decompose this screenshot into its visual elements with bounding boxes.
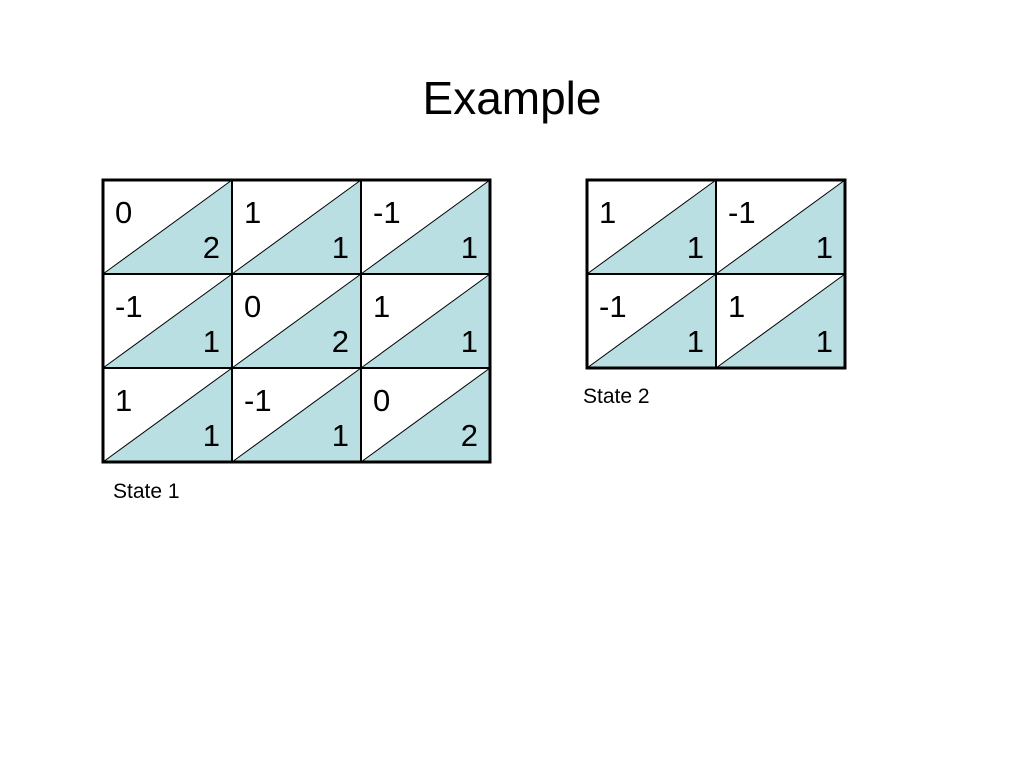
cell-bottom-value: 1 [203,324,220,359]
cell-bottom-value: 2 [203,230,220,265]
payoff-cell: -1 1 [715,179,846,275]
cell-top-value: -1 [599,289,627,324]
cell-bottom-value: 1 [461,324,478,359]
cell-top-value: 0 [244,289,261,324]
payoff-cell: 02 [360,367,491,463]
payoff-cell: 02 [231,273,362,369]
payoff-cell: 11 [231,179,362,275]
cell-diagonal [102,273,233,369]
cell-top-value: 1 [728,289,745,324]
cell-top-value: -1 [728,195,756,230]
cell-diagonal [231,179,362,275]
cell-top-value: 0 [115,195,132,230]
slide-title: Example [422,72,602,124]
cell-bottom-value: 1 [687,324,704,359]
cell-top-value: 1 [115,383,132,418]
payoff-cell: -1 1 [360,179,491,275]
grid-border [101,178,492,464]
cell-top-value: -1 [115,289,143,324]
payoff-cell: 11 [586,179,717,275]
cell-top-value: -1 [244,383,272,418]
cell-bottom-value: 1 [816,230,833,265]
payoff-cell: -1 1 [231,367,362,463]
payoff-cell: 11 [102,367,233,463]
cell-bottom-value: 2 [461,418,478,453]
cell-bottom-value: 1 [461,230,478,265]
cell-bottom-value: 1 [816,324,833,359]
cell-diagonal [231,273,362,369]
cell-top-value: 1 [373,289,390,324]
state-2-caption: State 2 [583,385,650,408]
cell-diagonal [231,367,362,463]
cell-bottom-value: 1 [332,418,349,453]
cell-top-value: 1 [599,195,616,230]
cell-diagonal [586,179,717,275]
grid-border [585,178,847,370]
cell-top-value: -1 [373,195,401,230]
cell-diagonal [360,367,491,463]
cell-top-value: 1 [244,195,261,230]
payoff-cell: 02 [102,179,233,275]
payoff-cell: 11 [715,273,846,369]
payoff-cell: -1 1 [586,273,717,369]
cell-diagonal [715,179,846,275]
cell-diagonal [360,273,491,369]
cell-bottom-value: 1 [687,230,704,265]
cell-bottom-value: 1 [203,418,220,453]
cell-top-value: 0 [373,383,390,418]
cell-bottom-value: 2 [332,324,349,359]
cell-bottom-value: 1 [332,230,349,265]
cell-diagonal [102,367,233,463]
cell-diagonal [715,273,846,369]
payoff-cell: 11 [360,273,491,369]
cell-diagonal [586,273,717,369]
cell-diagonal [102,179,233,275]
payoff-cell: -1 1 [102,273,233,369]
state-1-caption: State 1 [113,480,180,503]
cell-diagonal [360,179,491,275]
